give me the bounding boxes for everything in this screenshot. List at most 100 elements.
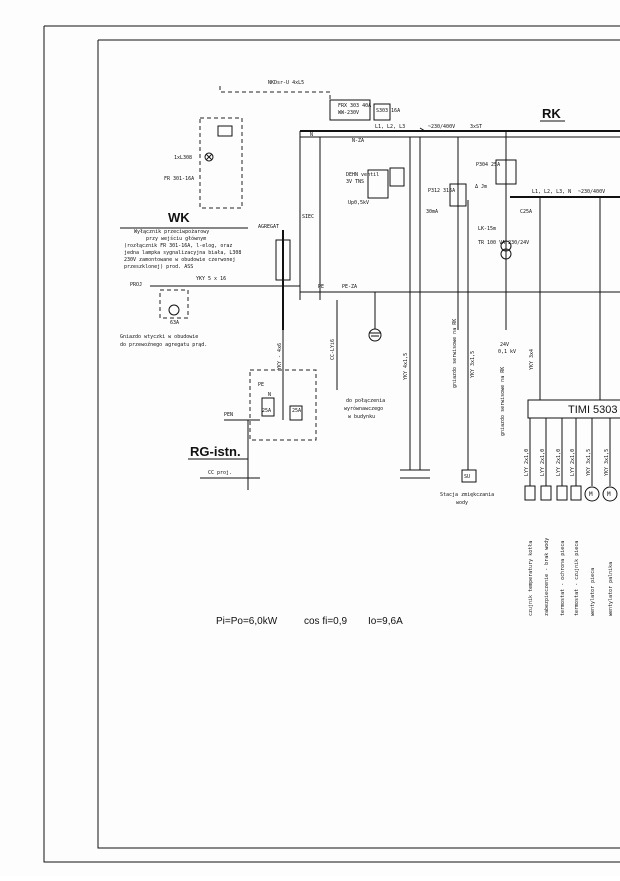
rg-breaker-2-label: 25A bbox=[292, 408, 301, 414]
yky-feed-label: YKY 5 x 16 bbox=[196, 276, 226, 282]
lamp-symbol bbox=[204, 152, 214, 162]
dehn-3v: 3V TNS bbox=[346, 179, 364, 185]
gn2-label: gniazdo serwisowe na RK bbox=[500, 367, 506, 436]
lyy-label-2: LYY 2x1,0 bbox=[540, 449, 546, 476]
rg-feed-label: YKY - 4x6 bbox=[277, 343, 283, 370]
socket-rating: 63A bbox=[170, 320, 179, 326]
cable-top-label: NKDsr-U 4xL5 bbox=[268, 80, 304, 86]
rg-breaker-1-label: 25A bbox=[262, 408, 271, 414]
out-desc-5: wentylator pieca bbox=[590, 568, 596, 616]
ykyf-label-2: YKY 3x1,5 bbox=[604, 449, 610, 476]
out-box-1 bbox=[524, 485, 536, 501]
nza-label: N-ZA bbox=[352, 138, 364, 144]
wk-desc-1: przy wejściu głównym bbox=[146, 235, 206, 242]
dehn-label: DEHN ventil bbox=[346, 172, 379, 178]
lamp-label: 1xL308 bbox=[174, 155, 192, 161]
breaker-s16-label: S303 16A bbox=[376, 108, 400, 114]
transformer-2 bbox=[500, 248, 512, 260]
su-label: SU bbox=[464, 474, 470, 480]
out-desc-4: termostat - czujnik pieca bbox=[574, 541, 580, 616]
out-box-2 bbox=[540, 485, 552, 501]
bus2-label: L1, L2, L3, N bbox=[532, 189, 571, 195]
wk-dashed-box bbox=[199, 117, 243, 209]
out-box-3 bbox=[556, 485, 568, 501]
transformer-1 bbox=[500, 240, 512, 252]
lk-label: LK-15m bbox=[478, 226, 496, 232]
wk-label: WK bbox=[168, 210, 190, 225]
socket-box bbox=[159, 289, 189, 319]
breaker-s16-box bbox=[373, 103, 391, 121]
rcd-30ma: 30mA bbox=[426, 209, 438, 215]
n-label: N bbox=[310, 132, 313, 138]
fr-box bbox=[217, 125, 233, 137]
su-box bbox=[461, 469, 477, 483]
wk-desc-2: (rozłącznik FR 301-16A, l-elog, oraz bbox=[124, 243, 232, 249]
bus2-voltage: ~230/400V bbox=[578, 189, 605, 195]
dehn-up: Up0,5kV bbox=[348, 200, 369, 206]
inner-frame-left-bottom-line bbox=[97, 40, 620, 849]
motor-2-label: M bbox=[607, 491, 611, 498]
wk-desc-5: przeszklonej) prod. ASS bbox=[124, 264, 193, 270]
lyy-label-1: LYY 2x1,0 bbox=[524, 449, 530, 476]
siec-label: SIEC bbox=[302, 214, 314, 220]
formula-power: Pi=Po=6,0kW bbox=[216, 616, 278, 627]
pot-desc-1: do połączenia bbox=[346, 398, 385, 404]
rk-label: RK bbox=[542, 106, 561, 121]
rg-breaker-2 bbox=[289, 405, 303, 421]
rg-n-label: N bbox=[268, 392, 271, 398]
cc-lyi6-label: CC-LYi6 bbox=[330, 339, 336, 360]
motor-1-label: M bbox=[589, 491, 593, 498]
motor-1 bbox=[584, 486, 600, 502]
wk-desc-4: 230V zamontowane w obudowie czerwonej bbox=[124, 257, 235, 263]
c25-label: C25A bbox=[520, 209, 532, 215]
bus-label-3xst: 3xST bbox=[470, 124, 482, 130]
p304-label: P304 25A bbox=[476, 162, 500, 168]
lamp-x2 bbox=[205, 153, 213, 161]
ykyf-label-1: YKY 3x1,5 bbox=[586, 449, 592, 476]
rg-pen-label: PEN bbox=[224, 412, 233, 418]
dehn-box bbox=[367, 169, 389, 199]
rg-cc-label: CC proj. bbox=[208, 470, 232, 476]
main-switch-box bbox=[329, 99, 371, 121]
gn1-label: gniazdo serwisowe na RK bbox=[452, 319, 458, 388]
motor-2 bbox=[602, 486, 618, 502]
proj-label: PROJ bbox=[130, 282, 142, 288]
agregat-label: AGREGAT bbox=[258, 224, 279, 230]
lyy-label-4: LYY 2x1,0 bbox=[570, 449, 576, 476]
wk-desc-3: jedna lampka sygnalizacyjna biała, L308 bbox=[124, 250, 241, 256]
breaker-b-box bbox=[389, 167, 405, 187]
timi-label: TIMI 5303 bbox=[568, 404, 618, 416]
tick bbox=[419, 127, 426, 132]
rg-dashed-box bbox=[249, 369, 317, 441]
branch-a-label: YKY 4x1,5 bbox=[403, 353, 409, 380]
rcd-label: P312 316A bbox=[428, 188, 455, 194]
rg-pe-label: PE bbox=[258, 382, 264, 388]
bus-label-l123: L1, L2, L3 bbox=[375, 124, 405, 130]
fr-label: FR 301-16A bbox=[164, 176, 194, 182]
ground-circle bbox=[368, 328, 382, 342]
frame-left-bottom-line bbox=[43, 26, 620, 863]
stacja-desc-2: wody bbox=[456, 500, 468, 506]
out-desc-6: wentylator palnika bbox=[608, 562, 614, 616]
lyy-label-3: LYY 2x1,0 bbox=[556, 449, 562, 476]
kv-label: 0,1 kV bbox=[498, 349, 516, 355]
pe-label: PE bbox=[318, 284, 324, 290]
wk-desc-title: Wyłącznik przeciwpożarowy bbox=[134, 229, 209, 235]
formula-cos: cos fi=0,9 bbox=[304, 616, 348, 627]
timi-box bbox=[527, 399, 620, 419]
branch-c-label: YKY 3x1,5 bbox=[470, 351, 476, 378]
socket-desc-2: do przewoźnego agregatu prąd. bbox=[120, 341, 207, 348]
main-switch-label: FRX 303 40A bbox=[338, 103, 371, 109]
formula-current: Io=9,6A bbox=[368, 616, 403, 627]
stacja-desc-1: Stacja zmiękczania bbox=[440, 492, 494, 498]
out-desc-3: termostat - ochrona pieca bbox=[560, 541, 566, 616]
bus-label-voltage: ~230/400V bbox=[428, 124, 455, 130]
tr-label: TR 100 VA 230/24V bbox=[478, 240, 529, 246]
out-desc-2: zabezpieczenie - brak wody bbox=[544, 538, 550, 616]
branch-e-label: YKY 3x4 bbox=[529, 349, 535, 370]
socket-desc-1: Gniazdo wtyczki w obudowie bbox=[120, 334, 198, 340]
ajm-label: Δ Jm bbox=[475, 184, 487, 190]
rg-breaker-1 bbox=[261, 397, 275, 417]
